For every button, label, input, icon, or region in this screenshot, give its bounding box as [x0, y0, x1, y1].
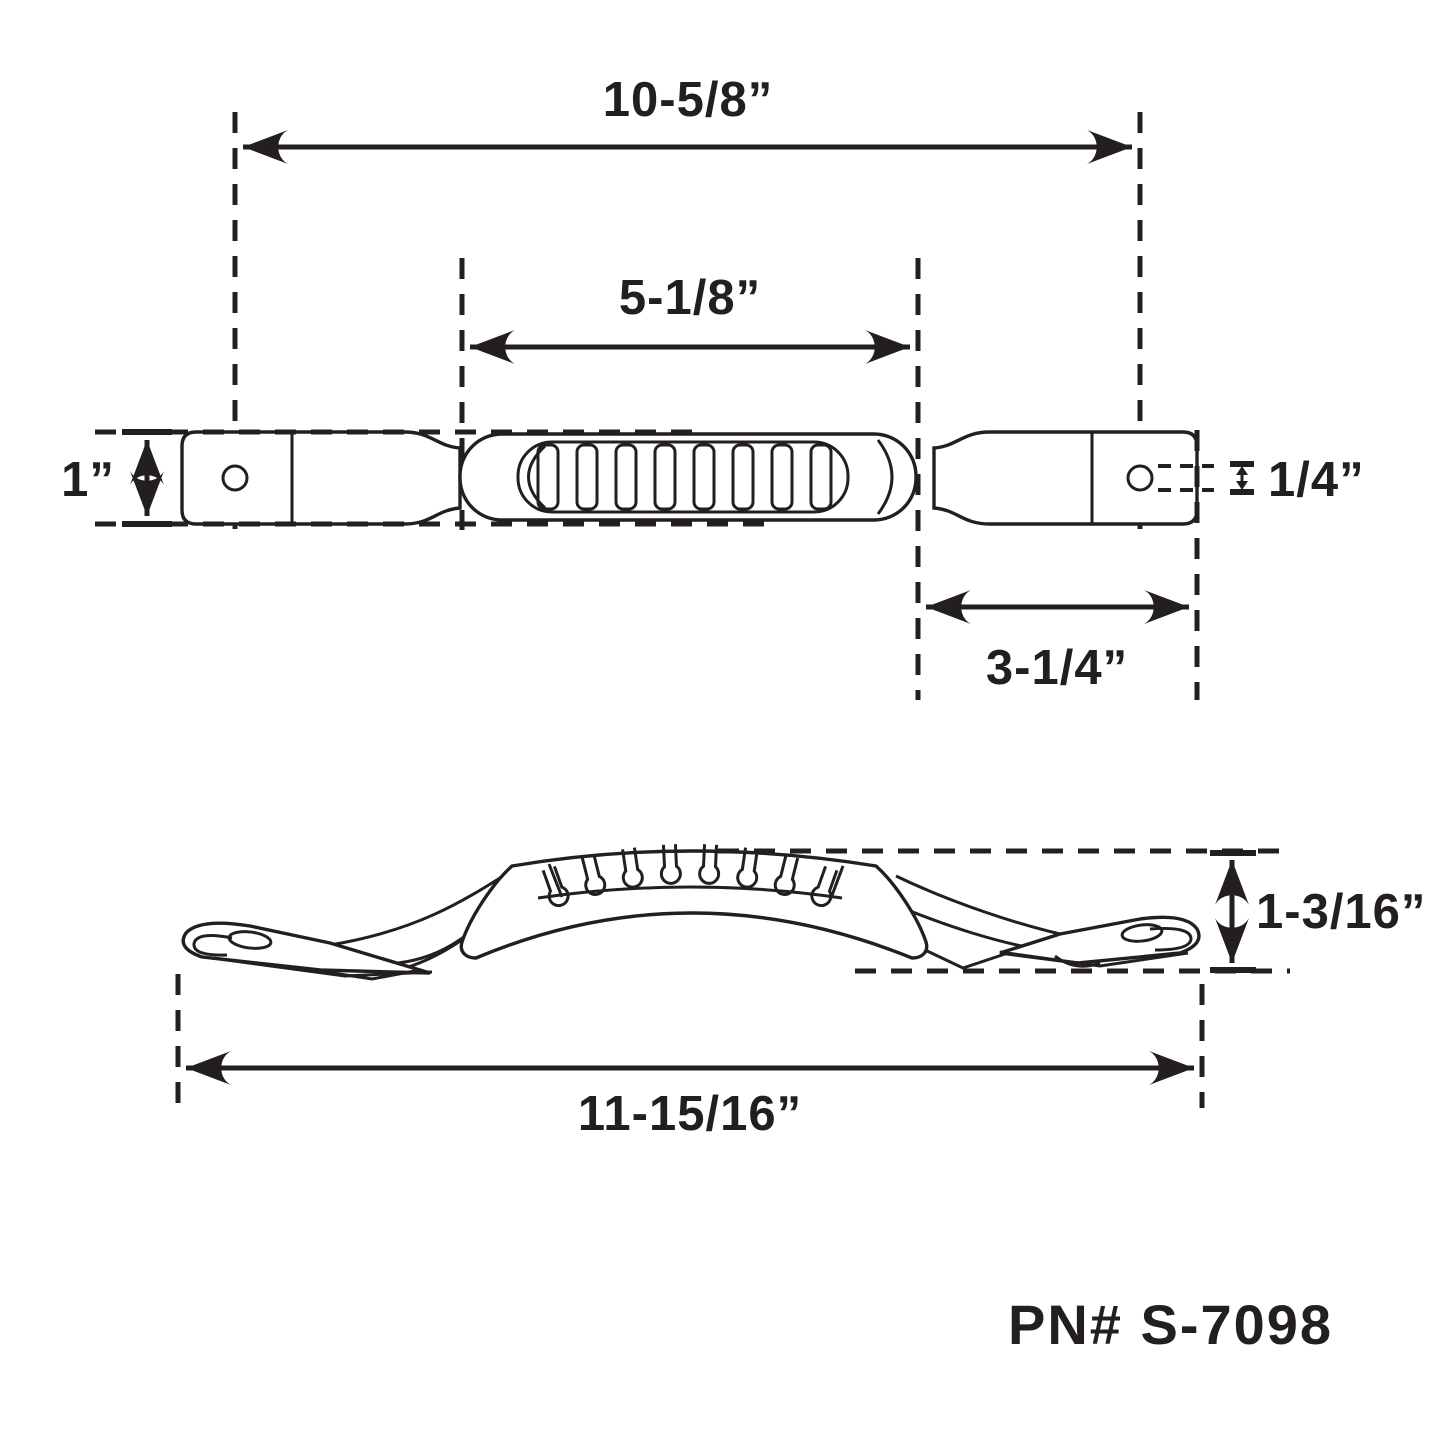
left-mounting-tab: [181, 921, 431, 975]
right-tab-hole: [1120, 923, 1164, 943]
grip-rib: [614, 443, 638, 511]
dimension-label-end-height: 1”: [61, 453, 115, 507]
dimension-end-section: 3-1/4”: [926, 430, 1200, 700]
left-tab-hole: [227, 930, 273, 950]
right-mounting-hole: [1126, 464, 1154, 492]
handle-side-view: [181, 844, 1201, 981]
dimension-label-hole-diameter: 1/4”: [1268, 453, 1365, 507]
dimension-label-overall-width: 10-5/8”: [603, 73, 773, 127]
right-strap-crease: [924, 948, 1009, 970]
dimension-overall-length: 11-15/16”: [175, 974, 1205, 1141]
grip-inner-band: [516, 440, 850, 514]
grip-rib: [770, 443, 794, 511]
part-number: PN# S-7098: [1008, 1293, 1333, 1356]
side-view: 1-3/16” 11-15/16”: [175, 844, 1426, 1141]
grip-rib: [692, 443, 716, 511]
comb-base-arc: [537, 885, 843, 900]
comb-slot: [621, 847, 644, 889]
right-end-plate: [932, 430, 1199, 526]
top-view: 10-5/8” 5-1/8”: [61, 73, 1365, 700]
right-wing-edge: [829, 865, 845, 899]
grip-rib: [575, 443, 599, 511]
comb-slot: [698, 844, 721, 885]
handle-top-view: [180, 430, 1199, 526]
grip-rib: [536, 443, 560, 511]
dimension-hole-diameter: 1/4”: [1158, 453, 1365, 507]
left-mounting-hole: [221, 464, 249, 492]
grip-ribs: [536, 443, 833, 511]
right-strap: [895, 874, 1079, 940]
grip-rib: [731, 443, 755, 511]
left-wing-edge: [547, 863, 564, 898]
right-tab-loop: [1149, 927, 1193, 952]
comb-slot: [580, 854, 607, 896]
comb-slot: [773, 854, 800, 896]
grip-rib: [809, 443, 833, 511]
dimension-label-end-section: 3-1/4”: [986, 641, 1128, 695]
left-tab-crease: [299, 966, 421, 981]
left-tab-loop: [192, 934, 233, 957]
arrowhead-down: [1236, 481, 1248, 490]
dimension-side-height: 1-3/16”: [718, 848, 1426, 974]
dimension-label-side-height: 1-3/16”: [1256, 885, 1426, 939]
grip-sleeve: [459, 849, 929, 960]
comb-slot: [736, 847, 759, 889]
comb-slot: [659, 844, 682, 885]
dimension-overall-width: 10-5/8”: [232, 73, 1143, 530]
right-tab-curl: [1054, 954, 1101, 968]
dimension-label-grip-width: 5-1/8”: [619, 271, 761, 325]
left-end-plate: [180, 430, 462, 526]
grip-rib: [653, 443, 677, 511]
dimension-label-overall-length: 11-15/16”: [578, 1087, 802, 1141]
dimension-end-height: 1”: [61, 429, 772, 527]
right-tab-fold: [999, 950, 1189, 968]
arrowhead-up: [1236, 466, 1248, 475]
grip-end-curve-right: [876, 439, 894, 515]
